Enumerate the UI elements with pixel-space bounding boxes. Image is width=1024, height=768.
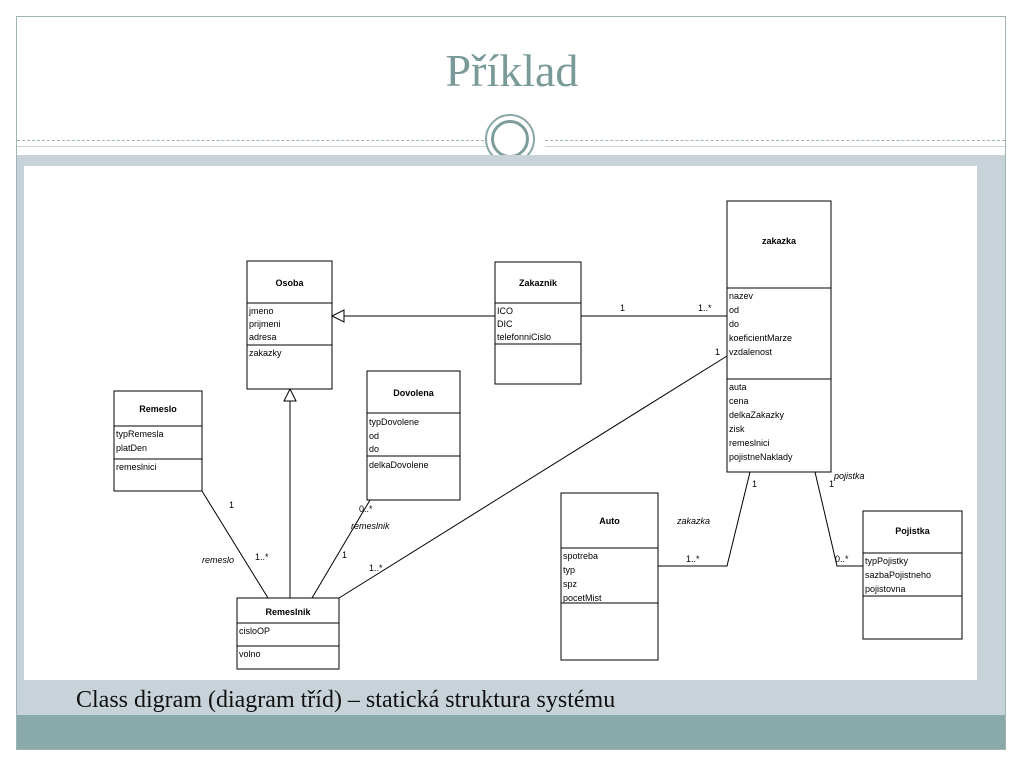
title-divider-right-2 <box>545 146 1005 147</box>
class-zakazka[interactable]: zakazka nazev od do koeficientMarze vzda… <box>726 200 832 473</box>
class-diagram: Osoba jmeno prijmeni adresa zakazky Zaka… <box>24 166 977 680</box>
class-remeslo[interactable]: Remeslo typRemesla platDen remeslnici <box>113 390 203 492</box>
multiplicity: 1 <box>715 347 720 357</box>
class-zakaznik[interactable]: Zakaznik ICO DIC telefonniCislo <box>494 261 582 385</box>
attr: adresa <box>249 332 277 342</box>
multiplicity: 1 <box>229 500 234 510</box>
slide-title: Příklad <box>445 45 579 96</box>
attr: do <box>729 319 739 329</box>
generalization-arrow-osoba-right <box>330 309 345 323</box>
class-name: Remeslnik <box>265 607 311 617</box>
operation: remeslnici <box>729 438 770 448</box>
attr: od <box>369 431 379 441</box>
attr: pojistovna <box>865 584 906 594</box>
multiplicity: 1..* <box>369 563 383 573</box>
operation: cena <box>729 396 749 406</box>
attr: koeficientMarze <box>729 333 792 343</box>
associations <box>201 309 863 599</box>
attr: telefonniCislo <box>497 332 551 342</box>
operation: zisk <box>729 424 745 434</box>
slide-caption: Class digram (diagram tříd) – statická s… <box>76 687 616 713</box>
attr: nazev <box>729 291 754 301</box>
attr: jmeno <box>248 306 274 316</box>
multiplicity: 1..* <box>255 552 269 562</box>
attr: typRemesla <box>116 429 164 439</box>
class-name: zakazka <box>762 236 797 246</box>
caption-band <box>17 685 1005 715</box>
operation: delkaDovolene <box>369 460 429 470</box>
attr: vzdalenost <box>729 347 773 357</box>
attr: prijmeni <box>249 319 281 329</box>
class-name: Remeslo <box>139 404 177 414</box>
attr: cisloOP <box>239 626 270 636</box>
attr: DIC <box>497 319 513 329</box>
multiplicity: 1 <box>342 550 347 560</box>
operation: auta <box>729 382 747 392</box>
operation: remeslnici <box>116 462 157 472</box>
edge-dovolena-remeslnik <box>311 499 371 599</box>
edge-auto-zakazka <box>658 471 751 567</box>
title-divider-left <box>17 140 489 141</box>
title-divider-right <box>545 140 1005 141</box>
multiplicity: 0..* <box>359 504 373 514</box>
role-label: pojistka <box>833 471 865 481</box>
attr: platDen <box>116 443 147 453</box>
class-dovolena[interactable]: Dovolena typDovolene od do delkaDovolene <box>366 370 461 501</box>
class-name: Pojistka <box>895 526 931 536</box>
attr: typDovolene <box>369 417 419 427</box>
class-name: Osoba <box>275 278 304 288</box>
class-name: Zakaznik <box>519 278 558 288</box>
multiplicity: 1 <box>829 479 834 489</box>
class-pojistka[interactable]: Pojistka typPojistky sazbaPojistneho poj… <box>862 510 963 640</box>
class-name: Auto <box>599 516 620 526</box>
role-label: zakazka <box>676 516 710 526</box>
class-auto[interactable]: Auto spotreba typ spz pocetMist <box>560 492 659 661</box>
edge-zakazka-pojistka <box>814 471 863 567</box>
attr: pocetMist <box>563 593 602 603</box>
edge-zakazka-remeslnik <box>338 355 728 599</box>
multiplicity: 1..* <box>686 554 700 564</box>
multiplicity: 0..* <box>835 554 849 564</box>
class-remeslnik[interactable]: Remeslnik cisloOP volno <box>236 597 340 670</box>
operation: delkaZakazky <box>729 410 785 420</box>
attr: spotreba <box>563 551 598 561</box>
title-divider-left-2 <box>17 146 489 147</box>
footer-bar <box>17 715 1005 749</box>
attr: sazbaPojistneho <box>865 570 931 580</box>
operation: zakazky <box>249 348 282 358</box>
attr: typ <box>563 565 575 575</box>
edge-remeslo-remeslnik <box>201 490 269 599</box>
multiplicity: 1 <box>620 303 625 313</box>
operation: pojistneNaklady <box>729 452 793 462</box>
class-name: Dovolena <box>393 388 435 398</box>
role-label: remeslo <box>202 555 234 565</box>
attr: ICO <box>497 306 513 316</box>
multiplicity: 1..* <box>698 303 712 313</box>
attr: do <box>369 444 379 454</box>
class-diagram-svg: Osoba jmeno prijmeni adresa zakazky Zaka… <box>113 200 963 670</box>
multiplicity: 1 <box>752 479 757 489</box>
attr: typPojistky <box>865 556 909 566</box>
generalization-arrow-osoba-bottom <box>283 387 297 402</box>
operation: volno <box>239 649 261 659</box>
attr: spz <box>563 579 578 589</box>
attr: od <box>729 305 739 315</box>
role-label: remeslnik <box>351 521 390 531</box>
class-osoba[interactable]: Osoba jmeno prijmeni adresa zakazky <box>246 260 333 390</box>
multiplicity-labels: 1 1..* 1 1..* 1 1..* remeslo 0..* 1 reme… <box>202 303 865 573</box>
